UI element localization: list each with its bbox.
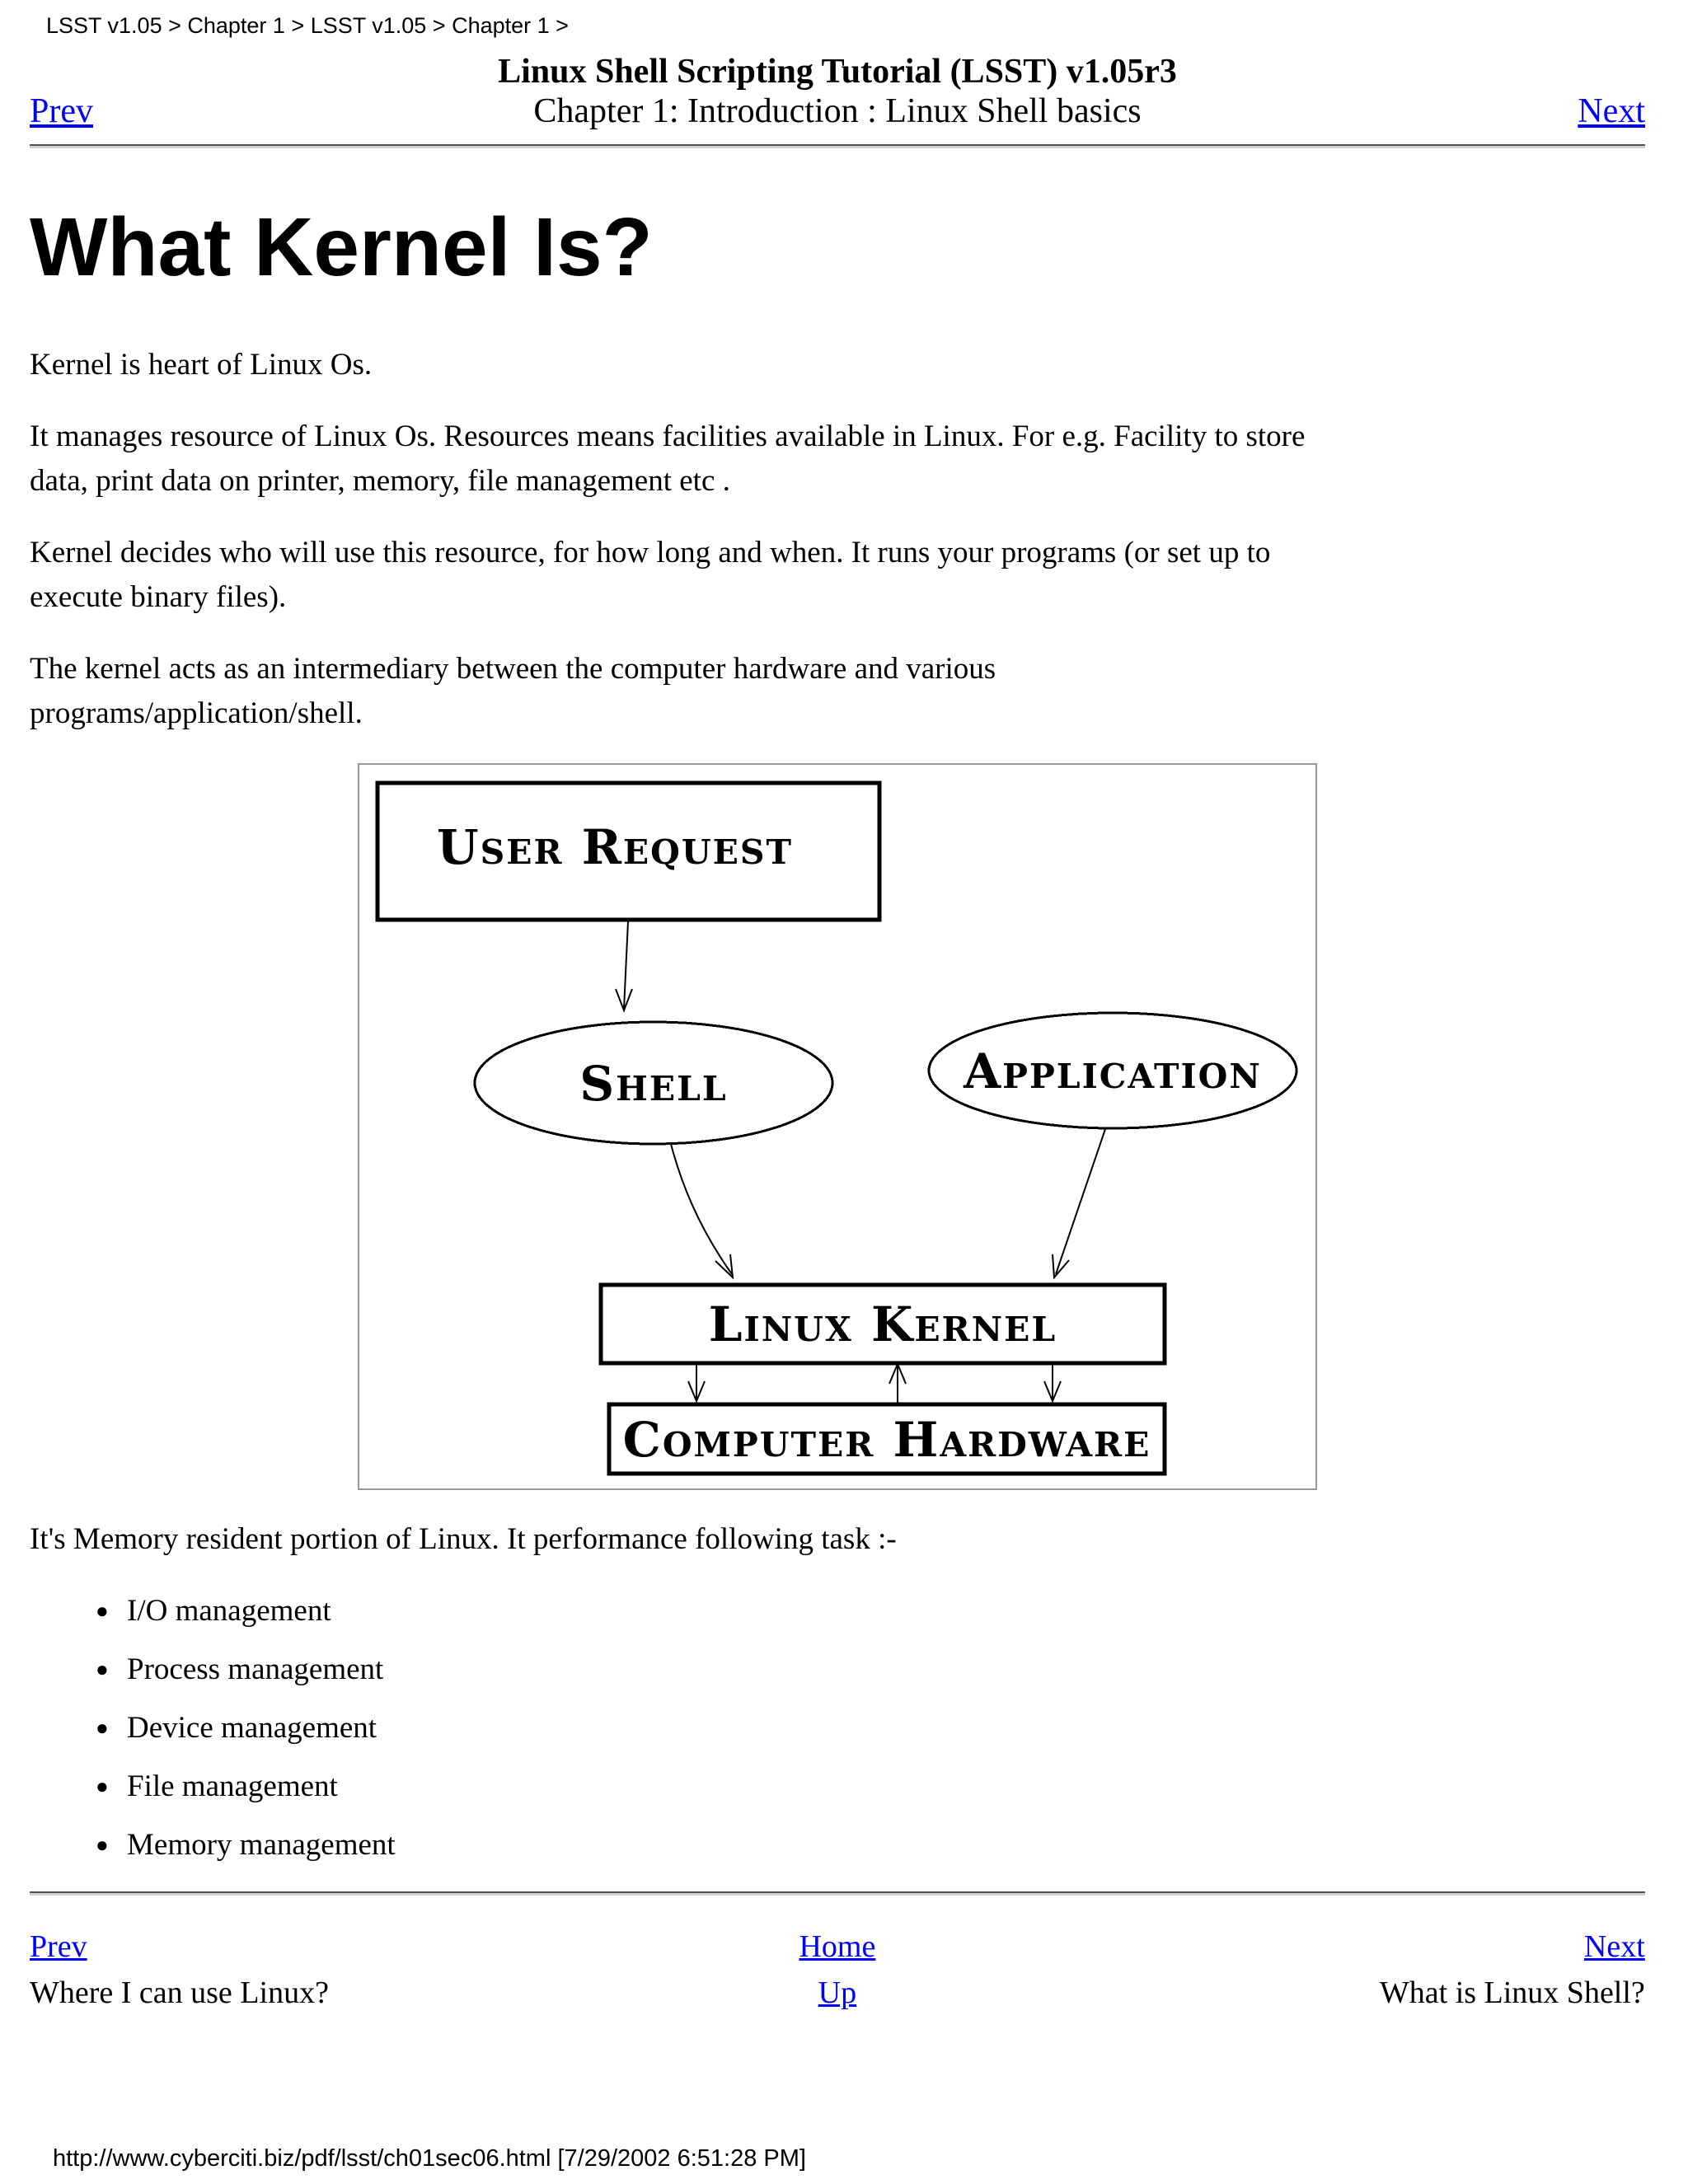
shell-label: Shell [579, 1056, 728, 1112]
task-label: File management [127, 1769, 338, 1803]
paragraph-kernel-decides: Kernel decides who will use this resourc… [30, 536, 1271, 614]
chapter-subtitle: Chapter 1: Introduction : Linux Shell ba… [533, 92, 1142, 130]
list-item: ● Process management [96, 1647, 1645, 1694]
footer-next-link[interactable]: Next [1583, 1929, 1645, 1964]
list-item: ● I/O management [96, 1589, 1645, 1636]
header-next-link[interactable]: Next [1578, 92, 1645, 130]
footer-navigation: Prev Where I can use Linux? Home Up Next… [30, 1927, 1645, 2013]
paragraph-intermediary: The kernel acts as an intermediary betwe… [30, 652, 996, 730]
footer-divider [30, 1891, 1645, 1896]
arrowhead [615, 988, 633, 1013]
arrow-shell-kernel [670, 1143, 733, 1275]
bullet-icon: ● [96, 1657, 109, 1681]
bullet-icon: ● [96, 1716, 109, 1740]
page-title: What Kernel Is? [30, 201, 653, 293]
arrow-userrequest-shell [623, 921, 629, 1010]
footer-prev-link[interactable]: Prev [30, 1929, 87, 1964]
paragraph-kernel-heart: Kernel is heart of Linux Os. [30, 348, 373, 382]
application-label: Application [963, 1043, 1262, 1099]
computer-hardware-box [607, 1402, 1167, 1476]
arrowhead [1052, 1254, 1070, 1280]
list-item: ● Memory management [96, 1823, 1645, 1870]
task-label: I/O management [127, 1594, 331, 1628]
task-label: Device management [127, 1711, 377, 1745]
list-item: ● Device management [96, 1706, 1645, 1753]
linux-kernel-box [598, 1282, 1167, 1366]
tutorial-title: Linux Shell Scripting Tutorial (LSST) v1… [498, 53, 1177, 91]
paragraph-manages-resource: It manages resource of Linux Os. Resourc… [30, 419, 1306, 498]
application-ellipse [927, 1011, 1298, 1130]
task-label: Process management [127, 1652, 384, 1686]
breadcrumb: LSST v1.05 > Chapter 1 > LSST v1.05 > Ch… [46, 13, 569, 38]
kernel-diagram: User Request Shell Application Linux Ker… [358, 763, 1317, 1490]
statusline: http://www.cyberciti.biz/pdf/lsst/ch01se… [53, 2145, 806, 2172]
computer-hardware-label: Computer Hardware [623, 1412, 1151, 1468]
bullet-icon: ● [96, 1774, 109, 1798]
tasks-intro: It's Memory resident portion of Linux. I… [30, 1522, 897, 1556]
header-prev-link[interactable]: Prev [30, 92, 93, 130]
arrow-application-kernel [1055, 1128, 1106, 1275]
task-label: Memory management [127, 1828, 396, 1862]
task-list: ● I/O management ● Process management ● … [30, 1589, 1645, 1870]
shell-ellipse [473, 1020, 834, 1146]
linux-kernel-label: Linux Kernel [709, 1296, 1057, 1352]
bullet-icon: ● [96, 1599, 109, 1623]
user-request-label: User Request [437, 819, 793, 875]
arrowhead [715, 1254, 734, 1280]
user-request-box [375, 780, 882, 922]
footer-home-link[interactable]: Home [799, 1929, 876, 1964]
footer-prev-title: Where I can use Linux? [30, 1975, 329, 2010]
header-divider [30, 144, 1645, 148]
arrowhead [1043, 1380, 1062, 1404]
footer-up-link[interactable]: Up [818, 1975, 857, 2010]
page-header: Prev Linux Shell Scripting Tutorial (LSS… [30, 52, 1645, 131]
bullet-icon: ● [96, 1833, 109, 1857]
list-item: ● File management [96, 1765, 1645, 1811]
arrowhead [889, 1361, 907, 1385]
footer-next-title: What is Linux Shell? [1379, 1975, 1645, 2010]
arrowhead [687, 1380, 706, 1404]
